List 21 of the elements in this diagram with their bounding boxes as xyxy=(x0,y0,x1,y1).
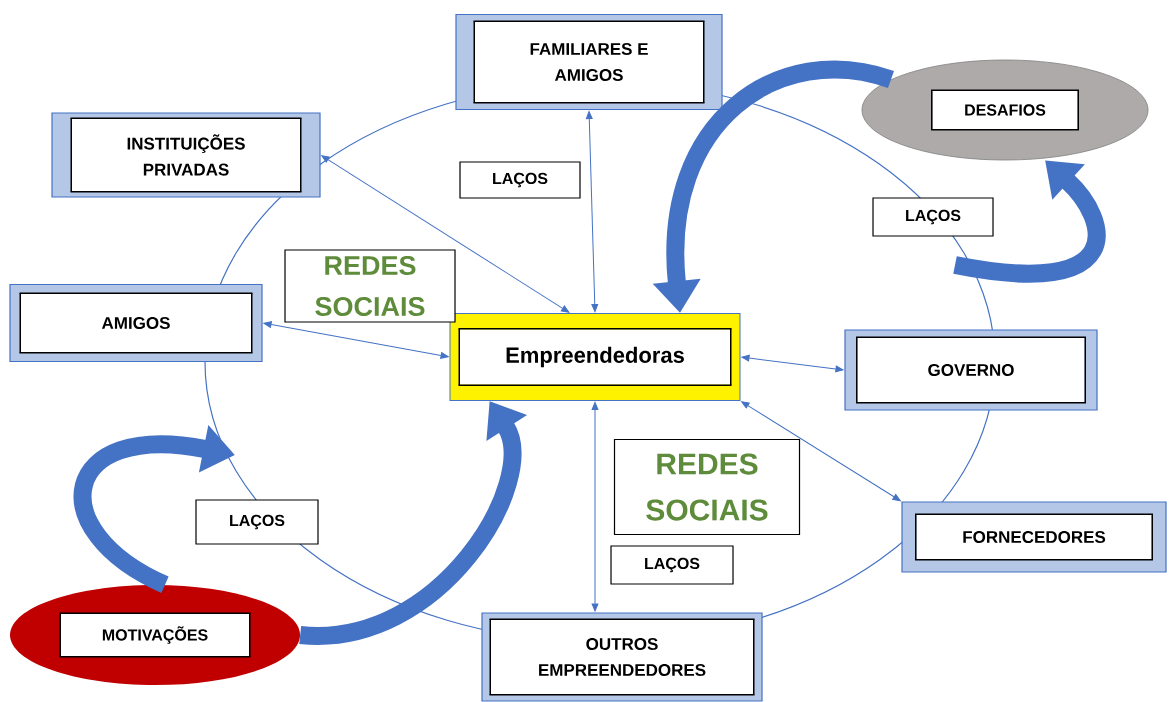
node-box: INSTITUIÇÕES PRIVADAS xyxy=(51,112,321,198)
text-box: REDES SOCIAIS xyxy=(284,249,456,323)
label-box: LAÇOS xyxy=(459,161,581,199)
node-box: GOVERNO xyxy=(844,329,1098,411)
double-arrow xyxy=(585,111,599,313)
double-arrow xyxy=(321,155,570,313)
node-box: FAMILIARES E AMIGOS xyxy=(455,13,723,111)
node-box: OUTROS EMPREENDEDORES xyxy=(481,612,763,702)
double-arrow xyxy=(741,354,844,373)
double-arrow xyxy=(263,321,449,359)
highlight-box: Empreendedoras xyxy=(449,313,741,401)
double-arrow xyxy=(591,401,599,612)
text-box: REDES SOCIAIS xyxy=(613,438,801,536)
node-box: AMIGOS xyxy=(9,283,263,363)
label-box: LAÇOS xyxy=(610,545,734,585)
label-box: LAÇOS xyxy=(872,197,994,237)
ellipse-node: MOTIVAÇÕES xyxy=(10,585,300,685)
double-arrow xyxy=(741,401,901,502)
ellipse-node: DESAFIOS xyxy=(861,59,1149,161)
label-box: LAÇOS xyxy=(195,499,319,545)
node-box: FORNECEDORES xyxy=(901,501,1167,573)
